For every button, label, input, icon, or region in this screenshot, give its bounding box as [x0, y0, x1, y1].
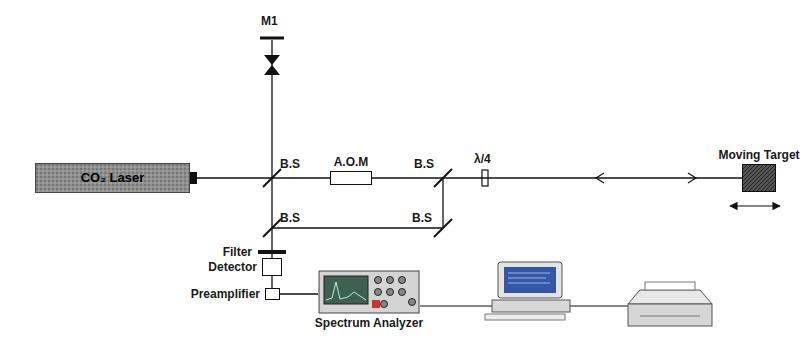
printer-icon	[628, 282, 712, 326]
analyzer-box: Spectrum Analyzer	[318, 270, 420, 314]
iris	[264, 55, 280, 65]
iris	[264, 65, 280, 75]
splitter-label: B.S	[280, 211, 300, 225]
beam	[271, 178, 272, 250]
target-box: Moving Target	[742, 164, 776, 192]
beam-connector	[190, 177, 330, 178]
laser-box: CO₂ Laser	[35, 163, 190, 193]
beam	[272, 227, 443, 228]
mirror	[260, 37, 284, 40]
cable	[420, 305, 492, 306]
node-label: Spectrum Analyzer	[315, 316, 423, 330]
splitter-label: B.S	[414, 157, 434, 171]
beam-connector	[271, 276, 272, 288]
modulator-box: A.O.M	[330, 171, 372, 185]
beam-connector	[372, 177, 742, 178]
splitter-label: B.S	[412, 211, 432, 225]
mirror-label: M1	[261, 14, 278, 28]
node-label: Moving Target	[718, 148, 799, 162]
filter-bar: Filter	[258, 250, 286, 254]
motion-arrow	[730, 205, 780, 206]
node-label: Preamplifier	[191, 287, 260, 301]
node-label: Detector	[208, 260, 257, 274]
computer-icon	[485, 262, 570, 320]
cable	[570, 305, 632, 306]
fill-texture	[743, 165, 775, 191]
analyzer-icon	[318, 270, 420, 314]
node-label: Filter	[223, 245, 252, 259]
plate-label: λ/4	[474, 152, 491, 166]
splitter-label: B.S	[280, 157, 300, 171]
preamplifier-box: Preamplifier	[265, 288, 280, 300]
beam-connector	[280, 293, 318, 294]
detector-box: Detector	[262, 258, 282, 276]
node-label: A.O.M	[334, 155, 369, 169]
node-label: CO₂ Laser	[81, 171, 145, 185]
beam	[442, 178, 443, 228]
